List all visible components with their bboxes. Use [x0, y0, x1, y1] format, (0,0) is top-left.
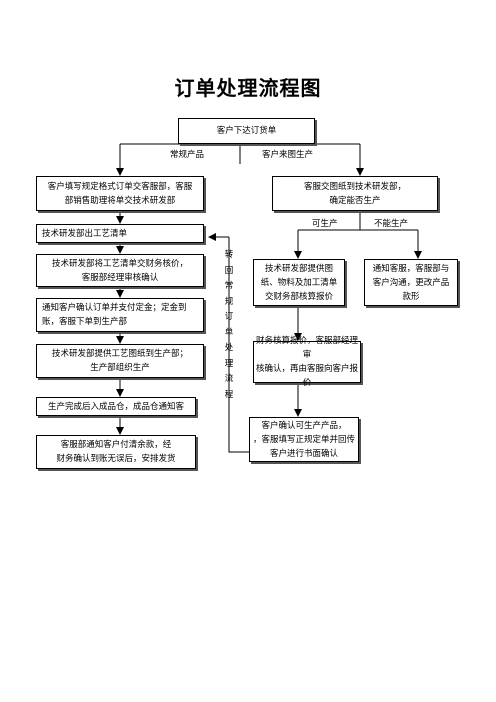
box-text: 客户下达订货单 [216, 126, 277, 136]
box-text: 技术研发部将工艺清单交财务核价， [51, 258, 188, 269]
box-text: 账，客服下单到生产部 [42, 317, 128, 327]
box-text: 技术研发部提供工艺图纸到生产部； [51, 349, 188, 359]
box-text: 技术研发部提供图 [264, 263, 333, 274]
box-text: 纸、物料及加工清单 [260, 277, 338, 288]
box-finance-quote: 财务核算报价，客服部经理审 核确认，再由客服向客户报价 [253, 336, 361, 388]
box-text: 客户确认可生产产品， [261, 420, 347, 431]
box-text: 通知客户确认订单并支付定金；定金到 [42, 303, 187, 313]
box-fill-order: 客户填写规定格式订单交客服部，客服 部销售助理将单交技术研发部 [36, 176, 204, 211]
box-text: 财务核算报价，客服部经理审 [255, 336, 358, 360]
box-notify-change: 通知客服，客服部与 客户沟通，更改产品 款形 [364, 259, 458, 306]
box-text: 通知客服，客服部与 [372, 263, 450, 274]
box-text: 核确认，再由客服向客户报价 [255, 364, 358, 388]
return-label-char: 回 [224, 265, 234, 276]
return-label-char: 流 [224, 374, 234, 384]
branch-label-regular: 常规产品 [170, 150, 205, 160]
box-text: 确定能否生产 [329, 195, 381, 206]
branch-label-custom: 客户来图生产 [262, 150, 314, 160]
return-label-char: 规 [224, 296, 234, 307]
return-label-char: 单 [224, 327, 234, 338]
branch-label-cannot-produce: 不能生产 [374, 219, 409, 229]
box-text: 客服部通知客户付清余款，经 [60, 440, 172, 450]
page-title: 订单处理流程图 [174, 76, 322, 100]
return-label-char: 理 [224, 358, 234, 369]
box-confirm-deposit: 通知客户确认订单并支付定金；定金到 账，客服下单到生产部 [36, 298, 204, 332]
box-drawings-to-rd: 客服交图纸到技术研发部， 确定能否生产 [272, 176, 438, 211]
box-text: 客服交图纸到技术研发部， [303, 181, 406, 192]
box-customer-order: 客户下达订货单 [178, 118, 315, 144]
box-text: ，客服填写正规定单并回传 [252, 434, 355, 445]
box-text: 客服部经理审核确认 [81, 272, 159, 283]
connector-return-line [228, 237, 249, 453]
return-label-char: 常 [224, 281, 234, 291]
box-finance-pricing: 技术研发部将工艺清单交财务核价， 客服部经理审核确认 [36, 254, 204, 287]
box-text: 生产完成后入成品仓，成品仓通知客 [47, 401, 184, 412]
box-text: 部销售助理将单交技术研发部 [64, 195, 176, 206]
box-production: 技术研发部提供工艺图纸到生产部； 生产部组织生产 [36, 344, 204, 378]
return-label-char: 转 [224, 250, 234, 260]
return-label-char: 程 [224, 389, 234, 400]
box-text: 客户进行书面确认 [269, 448, 338, 459]
box-warehouse: 生产完成后入成品仓，成品仓通知客 [36, 397, 196, 416]
box-text: 财务确认到账无误后，安排发货 [56, 454, 176, 464]
box-text: 客户填写规定格式订单交客服部，客服 [47, 181, 193, 192]
box-rd-quote: 技术研发部提供图 纸、物料及加工清单 交财务部核算报价 [253, 259, 345, 306]
return-label-char: 处 [224, 343, 234, 353]
branch-label-can-produce: 可生产 [312, 219, 338, 229]
box-text: 生产部组织生产 [90, 363, 150, 373]
box-text: 交财务部核算报价 [264, 291, 333, 302]
box-text: 技术研发部出工艺清单 [42, 228, 128, 239]
return-label-char: 订 [224, 312, 234, 322]
box-final-payment: 客服部通知客户付清余款，经 财务确认到账无误后，安排发货 [36, 435, 196, 469]
box-customer-confirm: 客户确认可生产产品， ，客服填写正规定单并回传 客户进行书面确认 [249, 417, 359, 462]
return-label: 转 回 常 规 订 单 处 理 流 程 [223, 248, 235, 403]
box-text: 款形 [402, 291, 420, 302]
box-process-list: 技术研发部出工艺清单 [36, 224, 204, 243]
box-text: 客户沟通，更改产品 [372, 277, 450, 288]
